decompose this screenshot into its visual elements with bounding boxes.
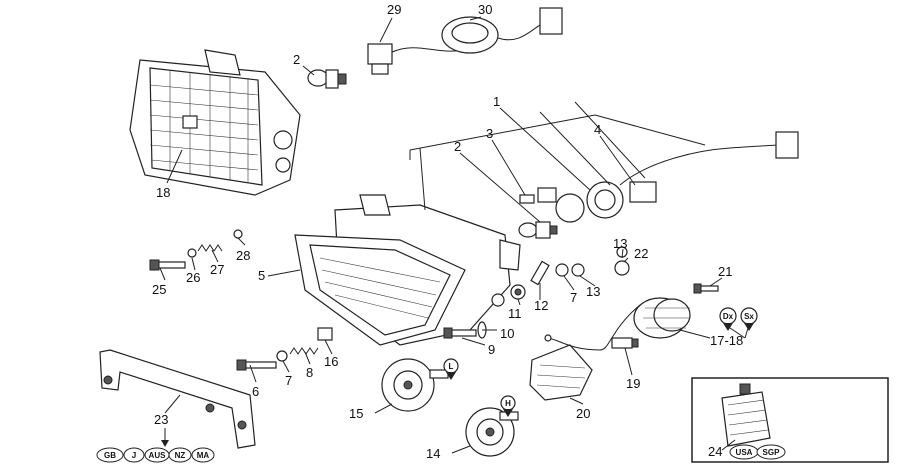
badge-high-horn: H [500, 395, 516, 417]
leader-lines [159, 16, 749, 454]
svg-text:L: L [449, 362, 454, 371]
callout-5: 5 [258, 268, 265, 283]
callout-15: 15 [349, 406, 363, 421]
callout-29: 29 [387, 2, 401, 17]
harness-4 [555, 131, 799, 223]
callout-20: 20 [576, 406, 590, 421]
callout-17-18: 17-18 [710, 333, 743, 348]
turn-signal-17-18 [544, 297, 691, 351]
mounting-bracket-23 [99, 349, 256, 449]
callout-25: 25 [152, 282, 166, 297]
market-code-aus: AUS [149, 451, 167, 460]
callout-19: 19 [626, 376, 640, 391]
bulb-2-top [307, 69, 347, 89]
screw-21 [693, 283, 719, 294]
inset-codes: USA SGP [729, 444, 786, 460]
market-code-j: J [132, 451, 136, 460]
callout-13-bottom: 13 [586, 284, 600, 299]
callout-26: 26 [186, 270, 200, 285]
headlight-unit-18 [129, 49, 301, 196]
inset-code-usa: USA [736, 448, 753, 457]
callout-18-headlight: 18 [156, 185, 170, 200]
callout-labels: 1 2 2 3 4 5 6 7 7 8 9 10 11 12 13 13 14 … [152, 2, 743, 461]
hardware-11-12-7-13 [491, 246, 630, 307]
callout-23: 23 [154, 412, 168, 427]
callout-21: 21 [718, 264, 732, 279]
turn-signal-20 [529, 344, 593, 401]
market-code-ma: MA [197, 451, 210, 460]
badge-low-horn: L [443, 358, 459, 380]
callout-2-top: 2 [293, 52, 300, 67]
market-codes: GB J AUS NZ MA [96, 447, 215, 463]
bulb-holder-3 [519, 187, 557, 204]
connector-29 [367, 43, 471, 75]
headlight-fairing-5 [294, 194, 521, 346]
callout-7-right: 7 [570, 290, 577, 305]
bolt-6-spring-8-nut-16 [236, 327, 333, 371]
badge-left-side: Sx [740, 307, 758, 331]
market-code-gb: GB [104, 451, 116, 460]
inset-code-sgp: SGP [763, 448, 781, 457]
callout-2-middle: 2 [454, 139, 461, 154]
callout-22: 22 [634, 246, 648, 261]
callout-24: 24 [708, 444, 722, 459]
horn-15 [381, 358, 449, 412]
bulb-19 [611, 337, 639, 349]
callout-28: 28 [236, 248, 250, 263]
callout-8: 8 [306, 365, 313, 380]
callout-30: 30 [478, 2, 492, 17]
bolt-25-spring-27 [149, 229, 243, 271]
callout-7-left: 7 [285, 373, 292, 388]
bulb-2-middle [518, 221, 558, 239]
callout-6: 6 [252, 384, 259, 399]
callout-10: 10 [500, 326, 514, 341]
callout-11: 11 [508, 306, 522, 321]
svg-text:Dx: Dx [723, 312, 734, 321]
callout-14: 14 [426, 446, 440, 461]
callout-27: 27 [210, 262, 224, 277]
svg-text:H: H [505, 399, 511, 408]
callout-1: 1 [493, 94, 500, 109]
svg-text:Sx: Sx [744, 312, 754, 321]
callout-12: 12 [534, 298, 548, 313]
horn-14 [465, 407, 519, 457]
callout-9: 9 [488, 342, 495, 357]
callout-16: 16 [324, 354, 338, 369]
badge-right-side: Dx [719, 307, 737, 331]
market-code-nz: NZ [175, 451, 186, 460]
rubber-boot-30 [441, 7, 563, 54]
callout-4: 4 [594, 122, 601, 137]
callout-3: 3 [486, 126, 493, 141]
callout-13-top: 13 [613, 236, 627, 251]
